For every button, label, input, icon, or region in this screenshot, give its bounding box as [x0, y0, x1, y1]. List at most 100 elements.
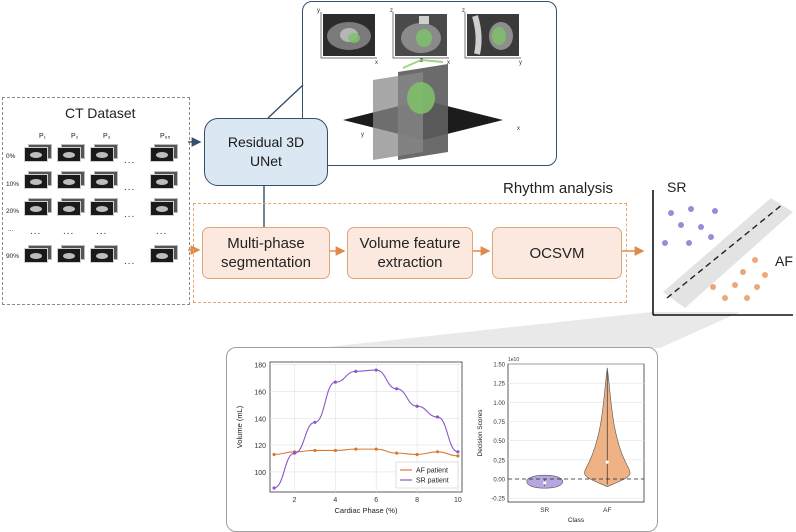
decision-boundary [666, 203, 784, 299]
x-tick-label: 4 [333, 497, 337, 504]
col-label: P₉₅ [160, 133, 171, 140]
ct-slice-thumbnail [24, 147, 48, 162]
ct-slice-thumbnail [57, 248, 81, 263]
af-sample-dot [762, 272, 768, 278]
sr-label: SR [667, 180, 686, 195]
row-label: 10% [6, 181, 20, 188]
ct-slice-thumbnail [90, 201, 114, 216]
data-point [333, 380, 337, 384]
legend [395, 461, 459, 489]
y-tick-label: 0.25 [493, 458, 505, 464]
col-label: P₃ [103, 133, 111, 140]
af-sample-dot [710, 284, 716, 290]
row-label: 20% [6, 208, 20, 215]
x-tick-label: AF [603, 507, 611, 514]
row-label: 90% [6, 253, 20, 260]
volume-feature-extraction-node: Volume feature extraction [347, 227, 473, 279]
data-point [415, 404, 419, 408]
ellipsis: ... [124, 155, 136, 166]
y-tick-label: 0.50 [493, 439, 505, 445]
y-tick-label: 100 [254, 470, 266, 477]
ct-slice-thumbnail [150, 201, 174, 216]
pipeline-title: Rhythm analysis [503, 180, 614, 197]
sr-sample-dot [686, 240, 692, 246]
ocsvm-node: OCSVM [492, 227, 622, 279]
x-tick-label: SR [540, 507, 549, 514]
data-point [456, 454, 460, 458]
col-label: P₂ [71, 133, 79, 140]
data-point [313, 448, 317, 453]
ellipsis: ... [124, 256, 136, 267]
data-point [395, 451, 399, 455]
sr-sample-dot [708, 234, 714, 240]
violin-median [605, 460, 609, 464]
af-sample-dot [722, 295, 728, 301]
violin-median [543, 481, 547, 485]
y-tick-label: 180 [254, 363, 266, 370]
data-point [395, 387, 399, 391]
axis-label: x [517, 126, 520, 132]
y-tick-label: 1.00 [493, 401, 505, 407]
legend-label: SR patient [416, 478, 449, 485]
pipeline-panel [193, 203, 627, 303]
ct-views-illustration: y z z x x y z y x [317, 8, 522, 160]
x-axis-label: Cardiac Phase (%) [335, 506, 398, 515]
axis-label: y [317, 8, 320, 14]
sr-sample-dot [688, 206, 694, 212]
x-axis-label: Class [568, 517, 585, 524]
ellipsis: ... [124, 209, 136, 220]
data-point [435, 415, 440, 419]
data-point [435, 450, 440, 454]
ct-slice-thumbnail [57, 174, 81, 189]
y-tick-label: 160 [254, 389, 266, 396]
axis-label: z [420, 58, 423, 64]
data-point [354, 447, 358, 451]
data-point [313, 420, 317, 424]
scale-note: 1e10 [508, 357, 519, 363]
ct-slice-thumbnail [90, 147, 114, 162]
data-point [374, 447, 378, 451]
multi-phase-segmentation-node: Multi-phase segmentation [202, 227, 330, 279]
x-tick-label: 2 [293, 497, 297, 504]
ellipsis: ... [30, 226, 42, 237]
row-label: ... [8, 226, 14, 233]
ct-dataset-title: CT Dataset [65, 105, 136, 121]
series-line [273, 369, 459, 489]
axis-label: y [519, 60, 522, 66]
ellipsis: ... [124, 182, 136, 193]
axis-label: x [447, 60, 450, 66]
axis-label: z [462, 8, 465, 14]
ct-slice-thumbnail [57, 147, 81, 162]
classifier-diagram: SR AF [652, 180, 793, 316]
y-tick-label: 1.25 [493, 382, 505, 388]
x-tick-label: 6 [374, 497, 378, 504]
ct-slice-thumbnail [57, 201, 81, 216]
axis-label: z [390, 8, 393, 14]
data-point [415, 452, 419, 457]
data-point [333, 448, 337, 453]
row-label: 0% [6, 153, 16, 160]
col-label: P₁ [39, 133, 47, 140]
ct-slice-thumbnail [24, 201, 48, 216]
y-axis-label: Volume (mL) [235, 405, 244, 448]
sr-sample-dot [712, 208, 718, 214]
series-line [274, 448, 458, 457]
af-sample-dot [732, 282, 738, 288]
y-tick-label: 0.75 [493, 420, 505, 426]
ellipsis: ... [156, 226, 168, 237]
af-sample-dot [752, 257, 758, 263]
data-point [292, 451, 297, 455]
sr-sample-dot [662, 240, 668, 246]
x-tick-label: 10 [454, 497, 462, 504]
data-point [272, 452, 276, 457]
ellipsis: ... [63, 226, 75, 237]
orthogonal-3d-view [343, 58, 503, 160]
axis-label: x [375, 60, 378, 66]
sr-sample-dot [668, 210, 674, 216]
af-label: AF [775, 253, 793, 269]
residual-unet-node: Residual 3D UNet [204, 118, 328, 186]
af-sample-dot [744, 295, 750, 301]
af-sample-dot [754, 284, 760, 290]
